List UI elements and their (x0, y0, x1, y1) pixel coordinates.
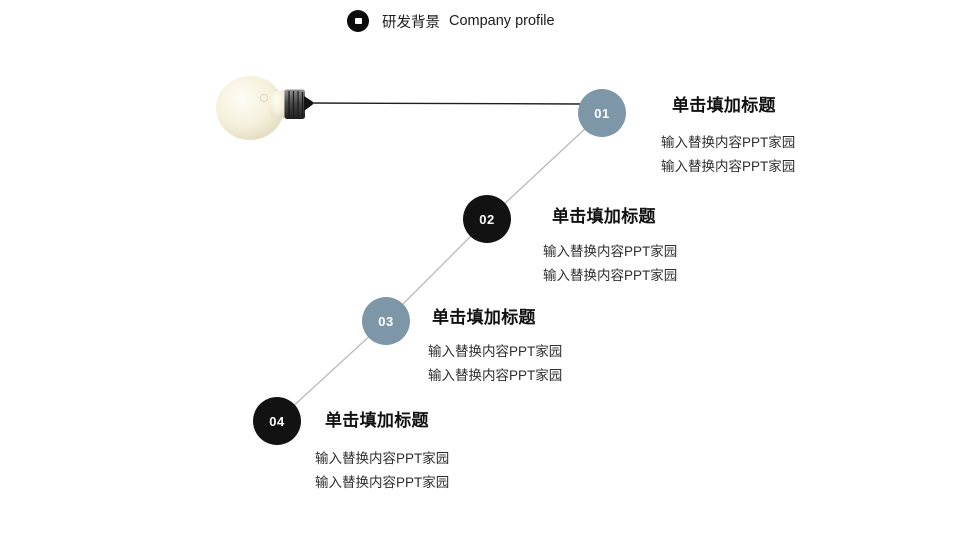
step-body-03: 输入替换内容PPT家园 输入替换内容PPT家园 (428, 340, 562, 388)
step-number: 04 (269, 413, 285, 429)
step-node-01: 01 (578, 89, 626, 137)
slide-header: 研发背景 Company profile (347, 10, 555, 32)
step-node-03: 03 (362, 297, 410, 345)
bulb-neck (271, 90, 286, 118)
lightbulb-illustration (216, 76, 314, 140)
step-number: 01 (594, 105, 610, 121)
bulb-glass-mark (260, 94, 268, 102)
step-number: 02 (479, 211, 495, 227)
header-title-en: Company profile (449, 13, 555, 29)
step-body-line: 输入替换内容PPT家园 (428, 344, 563, 359)
step-body-line: 输入替换内容PPT家园 (315, 475, 450, 490)
step-body-line: 输入替换内容PPT家园 (428, 368, 563, 383)
record-dot-inner (354, 18, 362, 24)
bulb-connector-line (308, 102, 582, 105)
step-body-line: 输入替换内容PPT家园 (543, 268, 678, 283)
step-body-02: 输入替换内容PPT家园 输入替换内容PPT家园 (543, 240, 677, 288)
step-title-04: 单击填加标题 (325, 411, 429, 430)
step-node-02: 02 (463, 195, 511, 243)
bulb-contact-tip (304, 96, 314, 111)
step-title-03: 单击填加标题 (432, 308, 536, 327)
step-connector-line (276, 112, 603, 422)
step-body-line: 输入替换内容PPT家园 (315, 451, 450, 466)
bulb-glass (216, 76, 284, 140)
step-node-04: 04 (253, 397, 301, 445)
step-body-01: 输入替换内容PPT家园 输入替换内容PPT家园 (661, 131, 795, 179)
step-body-line: 输入替换内容PPT家园 (661, 159, 796, 174)
step-title-01: 单击填加标题 (672, 96, 776, 115)
bulb-screw-base (284, 89, 305, 119)
step-title-02: 单击填加标题 (552, 207, 656, 226)
step-number: 03 (378, 313, 394, 329)
step-body-line: 输入替换内容PPT家园 (661, 135, 796, 150)
record-dot-icon (347, 10, 369, 32)
header-title-zh: 研发背景 (382, 14, 440, 31)
step-body-line: 输入替换内容PPT家园 (543, 244, 678, 259)
step-body-04: 输入替换内容PPT家园 输入替换内容PPT家园 (315, 447, 449, 495)
